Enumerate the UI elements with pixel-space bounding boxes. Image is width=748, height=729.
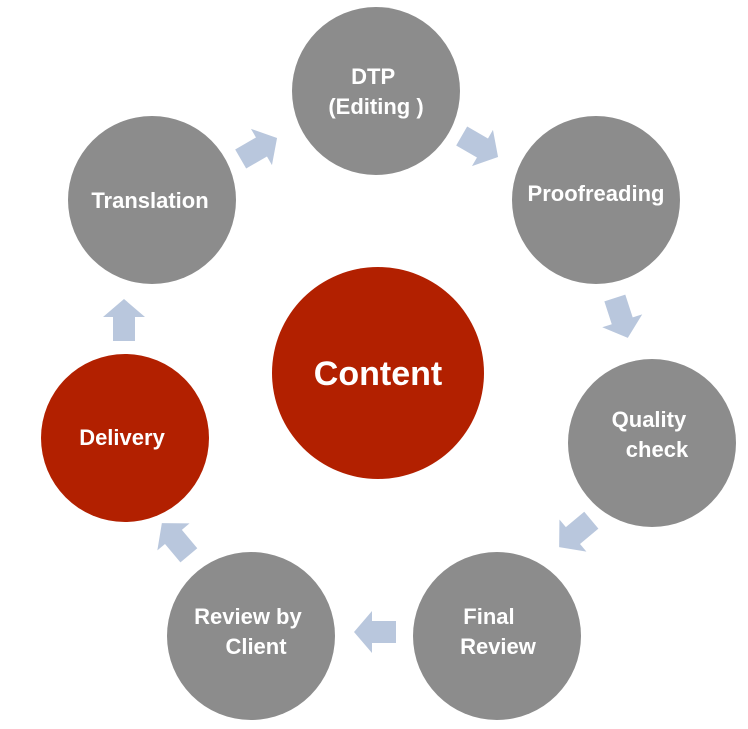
step-label-delivery-line-1: Delivery [79,425,165,450]
center-node: Content [272,267,484,479]
center-node-label: Content [314,355,442,393]
step-label-review-by-client: Review by Client [194,604,308,659]
arrow-final-review-to-review-by-client [354,611,396,653]
arrow-translation-to-dtp [235,128,278,169]
step-circle-proofreading [512,116,680,284]
arrow-review-by-client-to-delivery [157,523,198,563]
step-label-review-by-client-line-1: Review by [194,604,302,629]
step-label-final-review-line-2: Review [460,634,537,659]
step-label-proofreading-line-1: Proofreading [528,181,665,206]
step-node-final-review: Final Review [413,552,581,720]
step-circle-quality-check [568,359,736,527]
step-label-translation: Translation [91,188,208,213]
step-label-delivery: Delivery [79,425,165,450]
step-label-dtp: DTP (Editing ) [328,64,423,119]
arrow-proofreading-to-quality-check [602,294,643,338]
cycle-arrows [103,126,643,653]
step-label-quality-check-line-2: check [626,437,689,462]
step-node-review-by-client: Review by Client [167,552,335,720]
step-node-quality-check: Quality check [568,359,736,527]
center-node-circle [272,267,484,479]
step-node-dtp: DTP (Editing ) [292,7,460,175]
arrow-delivery-to-translation [103,299,145,341]
step-label-dtp-line-1: DTP [351,64,395,89]
step-label-translation-line-1: Translation [91,188,208,213]
step-circle-delivery [41,354,209,522]
step-label-final-review: Final Review [460,604,537,659]
step-label-quality-check-line-1: Quality [612,407,687,432]
step-label-final-review-line-1: Final [463,604,514,629]
step-circle-dtp [292,7,460,175]
step-label-dtp-line-2: (Editing ) [328,94,423,119]
step-circle-review-by-client [167,552,335,720]
step-circle-final-review [413,552,581,720]
step-node-translation: Translation [68,116,236,284]
arrow-quality-check-to-final-review [559,511,599,552]
step-label-quality-check: Quality check [612,407,693,462]
step-node-delivery: Delivery [41,354,209,522]
step-label-proofreading: Proofreading [528,181,665,206]
step-circle-translation [68,116,236,284]
arrow-dtp-to-proofreading [456,126,499,167]
step-label-review-by-client-line-2: Client [225,634,287,659]
step-node-proofreading: Proofreading [512,116,680,284]
